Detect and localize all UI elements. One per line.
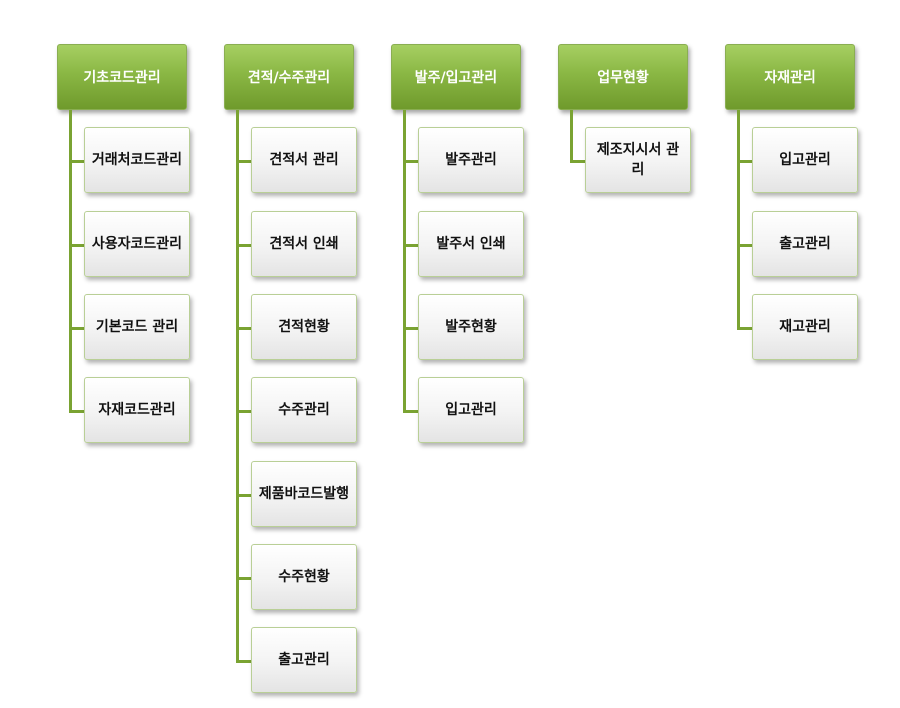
- menu-item-material-receive[interactable]: 입고관리: [752, 127, 858, 193]
- menu-item-material-code[interactable]: 자재코드관리: [84, 377, 190, 443]
- menu-item-estimate-status[interactable]: 견적현황: [251, 294, 357, 360]
- connector-line: [69, 110, 72, 411]
- menu-item-shipment-manage[interactable]: 출고관리: [251, 627, 357, 693]
- branch-line: [403, 160, 418, 163]
- branch-line: [403, 410, 418, 413]
- menu-item-material-shipment[interactable]: 출고관리: [752, 211, 858, 277]
- connector-line: [236, 110, 239, 662]
- branch-line: [737, 244, 752, 247]
- branch-line: [737, 160, 752, 163]
- branch-line: [69, 244, 84, 247]
- connector-line: [570, 110, 573, 160]
- branch-line: [570, 160, 585, 163]
- branch-line: [69, 160, 84, 163]
- column-materials: 자재관리 입고관리 출고관리 재고관리: [725, 0, 865, 708]
- menu-item-client-code[interactable]: 거래처코드관리: [84, 127, 190, 193]
- branch-line: [403, 244, 418, 247]
- header-purchase-receive[interactable]: 발주/입고관리: [391, 44, 521, 110]
- header-basic-codes[interactable]: 기초코드관리: [57, 44, 187, 110]
- column-purchase-receive: 발주/입고관리 발주관리 발주서 인쇄 발주현황 입고관리: [391, 0, 531, 708]
- menu-item-barcode-issue[interactable]: 제품바코드발행: [251, 461, 357, 527]
- header-work-status[interactable]: 업무현황: [558, 44, 688, 110]
- menu-item-receive-manage[interactable]: 입고관리: [418, 377, 524, 443]
- menu-item-order-manage[interactable]: 수주관리: [251, 377, 357, 443]
- header-estimate-order[interactable]: 견적/수주관리: [224, 44, 354, 110]
- header-materials[interactable]: 자재관리: [725, 44, 855, 110]
- menu-item-purchase-manage[interactable]: 발주관리: [418, 127, 524, 193]
- branch-line: [69, 410, 84, 413]
- menu-item-base-code[interactable]: 기본코드 관리: [84, 294, 190, 360]
- branch-line: [236, 160, 251, 163]
- branch-line: [236, 244, 251, 247]
- branch-line: [403, 327, 418, 330]
- connector-line: [737, 110, 740, 327]
- connector-line: [403, 110, 406, 411]
- branch-line: [236, 410, 251, 413]
- menu-item-inventory[interactable]: 재고관리: [752, 294, 858, 360]
- branch-line: [69, 327, 84, 330]
- menu-item-order-status[interactable]: 수주현황: [251, 544, 357, 610]
- menu-item-estimate-print[interactable]: 견적서 인쇄: [251, 211, 357, 277]
- column-basic-codes: 기초코드관리 거래처코드관리 사용자코드관리 기본코드 관리 자재코드관리: [57, 0, 197, 708]
- branch-line: [236, 577, 251, 580]
- menu-item-user-code[interactable]: 사용자코드관리: [84, 211, 190, 277]
- menu-item-purchase-print[interactable]: 발주서 인쇄: [418, 211, 524, 277]
- branch-line: [236, 494, 251, 497]
- column-estimate-order: 견적/수주관리 견적서 관리 견적서 인쇄 견적현황 수주관리 제품바코드발행 …: [224, 0, 364, 708]
- column-work-status: 업무현황 제조지시서 관리: [558, 0, 698, 708]
- branch-line: [236, 660, 251, 663]
- branch-line: [737, 327, 752, 330]
- branch-line: [236, 327, 251, 330]
- menu-item-estimate-manage[interactable]: 견적서 관리: [251, 127, 357, 193]
- menu-item-purchase-status[interactable]: 발주현황: [418, 294, 524, 360]
- menu-item-work-order[interactable]: 제조지시서 관리: [585, 127, 691, 193]
